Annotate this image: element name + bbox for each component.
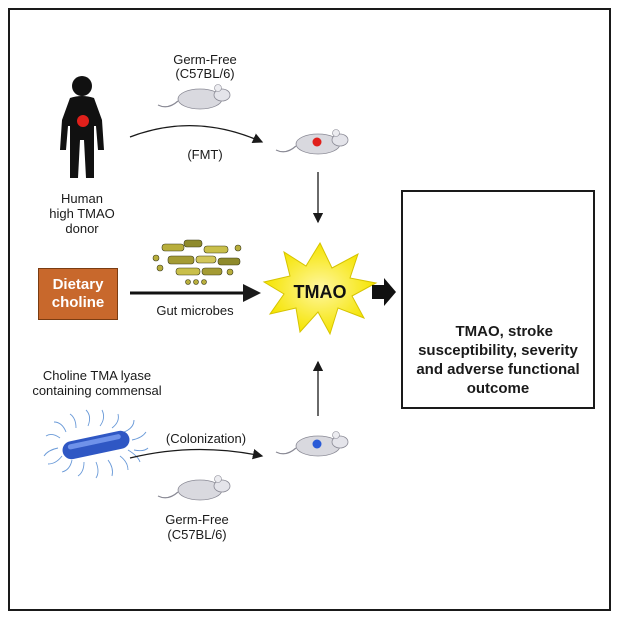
gut-microbes-label: Gut microbes <box>156 303 234 318</box>
human-silhouette-icon <box>60 76 104 178</box>
bottom-mouse-label-2: (C57BL/6) <box>167 527 227 542</box>
top-mouse-label-1: Germ-Free <box>173 52 237 67</box>
donor-label-1: Human <box>61 191 103 206</box>
top-mouse-label-2: (C57BL/6) <box>175 66 235 81</box>
commensal-label-2: containing commensal <box>32 383 162 398</box>
tmao-burst-icon <box>262 241 378 336</box>
fmt-label: (FMT) <box>187 147 223 162</box>
gut-microbes-icon <box>152 239 242 285</box>
bacterium-icon <box>43 409 149 479</box>
mouse-icon <box>275 431 349 457</box>
bottom-mouse-label-1: Germ-Free <box>165 512 229 527</box>
outcome-text: TMAO, stroke susceptibility, severity an… <box>404 322 592 398</box>
arrow-to-outcome <box>372 278 396 306</box>
donor-label-2: high TMAO <box>49 206 115 221</box>
mouse-icon <box>157 84 231 110</box>
colonization-arrow <box>129 448 264 460</box>
dietary-choline-label: Dietary choline <box>51 276 105 311</box>
blue-dot-icon <box>312 439 322 449</box>
outcome-box <box>401 190 595 409</box>
red-dot-icon <box>312 137 322 147</box>
donor-label-3: donor <box>65 221 99 236</box>
mouse-icon <box>157 475 231 501</box>
outcome-text-body: TMAO, stroke susceptibility, severity an… <box>416 323 580 397</box>
colonization-label: (Colonization) <box>165 431 247 446</box>
fmt-arrow <box>129 125 264 144</box>
commensal-label-1: Choline TMA lyase <box>42 368 152 383</box>
red-dot-icon <box>77 115 89 127</box>
dietary-choline-box: Dietary choline <box>38 268 118 320</box>
tmao-label: TMAO <box>293 282 347 302</box>
mouse-icon <box>275 129 349 155</box>
